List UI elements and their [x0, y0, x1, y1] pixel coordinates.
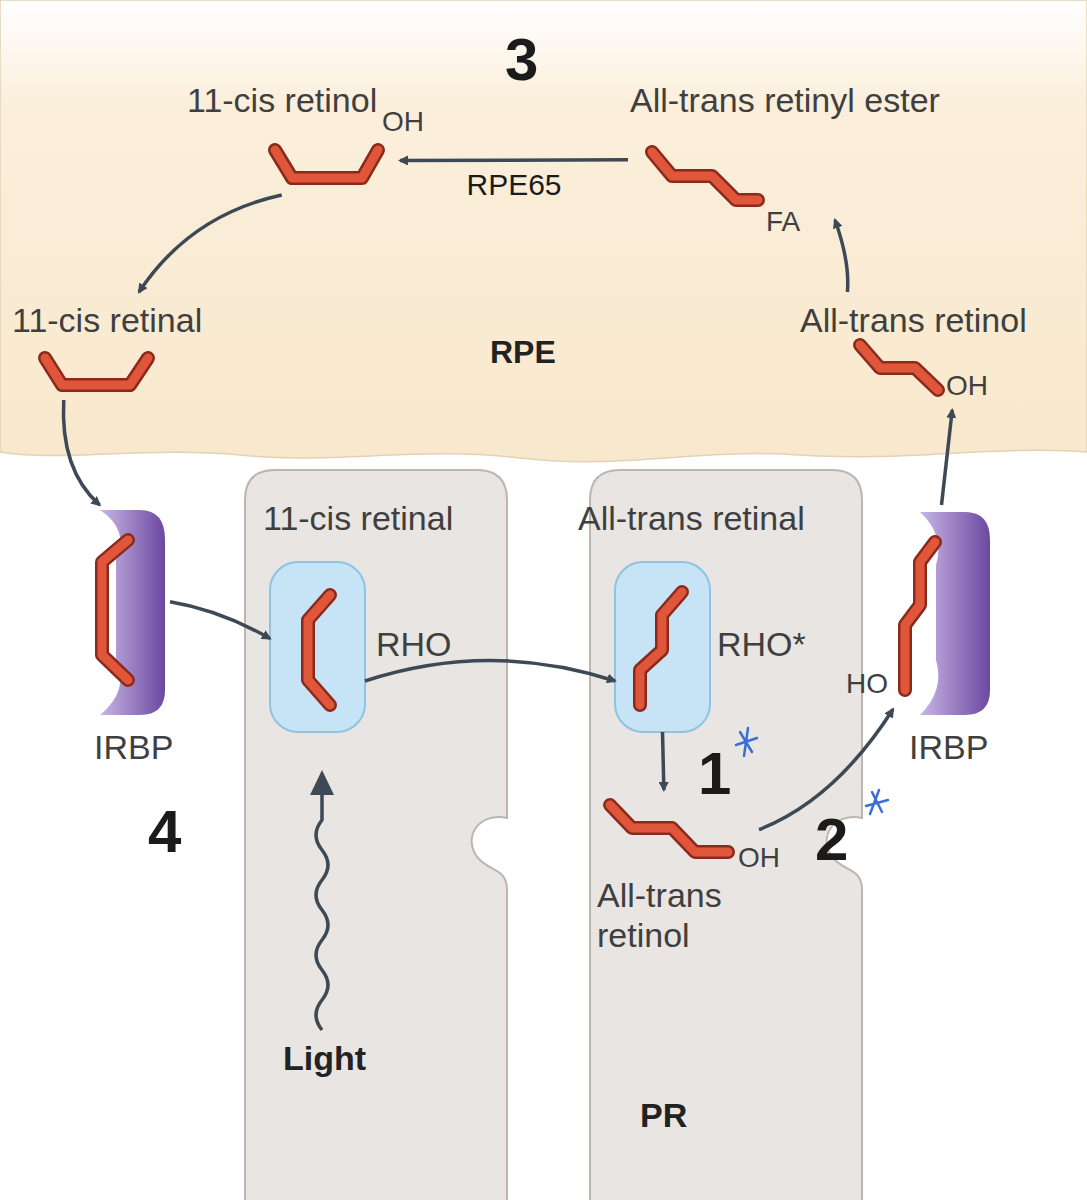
group-label: HO [846, 668, 888, 700]
cycle-arrow [942, 410, 953, 505]
photoreceptor-cell [245, 470, 507, 1200]
node-text: IRBP [94, 727, 173, 767]
light-wave [316, 790, 328, 1030]
cycle-arrow [835, 220, 848, 292]
callout-number: 3 [505, 28, 538, 92]
molecule-node: 11-cis retinal [10, 292, 225, 400]
irbp-node: IRBP [82, 505, 170, 720]
rpe-band [0, 0, 1087, 462]
callout-number: 1 [698, 742, 731, 806]
enzyme-label: RPE65 [466, 168, 561, 202]
node-text: All-trans retinyl ester [630, 80, 940, 120]
retinoid-molecule [102, 540, 128, 680]
node-text: All-trans retinol [800, 300, 1027, 340]
cycle-arrow [400, 158, 628, 162]
molecule-node: 11-cis retinol [185, 80, 400, 195]
node-text: RHO [376, 624, 452, 664]
callout-number: 4 [148, 800, 181, 864]
rhodopsin-node: RHO* [615, 562, 710, 732]
molecule-node: All-trans retinyl ester [628, 80, 973, 220]
retinoid-molecule [905, 542, 935, 690]
rpe-region: RPE All-trans retinyl ester 11-cis retinol… [0, 0, 1087, 462]
group-label: OH [946, 370, 988, 402]
retinoid-molecule [45, 358, 148, 385]
group-label: OH [382, 106, 424, 138]
node-text: Light [283, 1038, 366, 1078]
retinoid-molecule [652, 152, 758, 200]
group-label: FA [766, 206, 800, 238]
retinoid-molecule [275, 150, 378, 178]
group-label: OH [738, 842, 780, 874]
node-text: RHO* [717, 624, 806, 664]
cycle-arrow [63, 400, 99, 505]
molecule-node: All-trans retinol [595, 790, 759, 970]
retinoid-molecule [860, 345, 938, 390]
node-text: All-trans retinal [578, 498, 805, 538]
retinoid-molecule [610, 805, 728, 852]
irbp-node: IRBP [893, 505, 990, 720]
cycle-arrow [365, 661, 615, 682]
irbp-protein [100, 510, 165, 715]
light-arrowhead [310, 770, 334, 795]
rhodopsin-box [270, 562, 365, 732]
retinoid-molecule [640, 592, 682, 705]
callout-number: 2 [815, 808, 848, 872]
rhodopsin-box [615, 562, 710, 732]
retinoid-molecule [308, 595, 330, 705]
node-text: RPE [490, 332, 556, 372]
node-text: IRBP [909, 727, 988, 767]
cycle-arrow [663, 732, 664, 790]
node-text: PR [640, 1095, 687, 1135]
node-text: 11-cis retinal [263, 498, 453, 538]
node-text: 11-cis retinal [12, 300, 202, 340]
node-text: All-trans retinol [597, 875, 755, 955]
cycle-arrow [170, 602, 270, 639]
molecule-node: All-trans retinol [795, 292, 1057, 410]
cycle-arrow [139, 195, 282, 292]
photoreceptor-cell [590, 470, 862, 1200]
photoreceptor-node: 11-cis retinalLight RHO [245, 470, 507, 1200]
rhodopsin-node: RHO [270, 562, 365, 732]
node-text: 11-cis retinol [187, 80, 377, 120]
